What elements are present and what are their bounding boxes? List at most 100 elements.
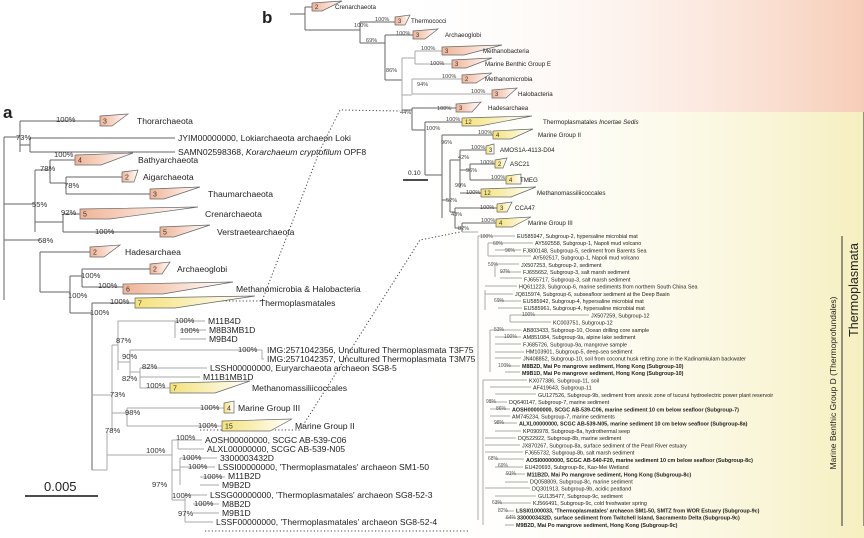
clade-label: Thorarchaeota bbox=[137, 116, 193, 126]
bootstrap-value: 100% bbox=[95, 227, 115, 236]
mbgd-leaf-label: DQ640147, Subgroup-7, marine sediment bbox=[509, 400, 610, 406]
clade-triangle bbox=[134, 295, 256, 309]
clade-triangle bbox=[169, 380, 251, 394]
bootstrap-value: 87% bbox=[116, 336, 131, 345]
clade-triangle bbox=[159, 224, 211, 238]
collapsed-clade: 3 AMOS1A-4113-D04 bbox=[485, 143, 555, 155]
clade-count: 3 bbox=[489, 148, 493, 154]
clade-label: Thaumarchaeota bbox=[208, 189, 273, 199]
clade-triangle bbox=[496, 201, 513, 213]
clade-triangle bbox=[79, 206, 199, 220]
leaf-label: M9B4D bbox=[209, 334, 238, 344]
clade-label: Crenarchaeota bbox=[205, 209, 262, 219]
clade-label: Marine Group III bbox=[528, 220, 573, 227]
leaf-label: LSSI00000000, 'Thermoplasmatales' archae… bbox=[218, 462, 429, 472]
leaf-label: JYIM00000000, Lokiarchaeota archaeon Lok… bbox=[178, 133, 351, 143]
scale-label-a: 0.005 bbox=[44, 479, 77, 494]
collapsed-clade: 12 Thermoplasmatales Incertae Sedis bbox=[461, 115, 639, 127]
bootstrap-value: 100% bbox=[180, 326, 200, 335]
bootstrap-value: 42% bbox=[458, 155, 469, 161]
bootstrap-value: 100% bbox=[354, 23, 368, 29]
bootstrap-value: 100% bbox=[426, 126, 440, 132]
bootstrap-value: 100% bbox=[480, 160, 494, 166]
clade-label: Aigarchaeota bbox=[143, 172, 194, 182]
bootstrap-value: 100% bbox=[396, 31, 410, 37]
bootstrap-value: 90% bbox=[122, 352, 137, 361]
bootstrap-value: 98% bbox=[486, 399, 497, 405]
mbgd-leaf-label: AB803433, Subgroup-10, Ocean drilling co… bbox=[523, 328, 649, 334]
clade-triangle bbox=[461, 115, 533, 127]
clade-count: 2 bbox=[153, 267, 157, 274]
clade-count: 4 bbox=[499, 221, 503, 227]
background-yellow-region bbox=[400, 112, 864, 538]
leaf-label: IMG:2571042356, Uncultured Thermoplasmat… bbox=[267, 345, 474, 355]
bootstrap-value: 60% bbox=[493, 241, 504, 247]
mbgd-leaf-label: JX870267, Subgroup-8a, surface sediment … bbox=[522, 443, 687, 449]
mbgd-leaf-label: M9B1D, Mai Po mangrove sediment, Hong Ko… bbox=[522, 371, 684, 377]
clade-triangle bbox=[149, 261, 171, 275]
mbgd-leaf-label: EU420693, Subgroup-8c, Kao-Mei Wetland bbox=[525, 465, 629, 471]
clade-triangle bbox=[74, 152, 134, 166]
bootstrap-value: 100% bbox=[478, 130, 492, 136]
bootstrap-value: 69% bbox=[498, 463, 509, 469]
bootstrap-value: 97% bbox=[178, 509, 193, 518]
mbgd-leaf-label: AY592517, Subgroup-1, Napoli mud volcano bbox=[533, 256, 639, 262]
clade-triangle bbox=[122, 281, 234, 295]
clade-triangle bbox=[455, 101, 482, 113]
bootstrap-value: 73% bbox=[16, 133, 31, 142]
clade-triangle bbox=[461, 72, 493, 84]
mbgd-leaf-label: EU585961, Subgroup-4, hypersaline microb… bbox=[524, 306, 645, 312]
clade-count: 2 bbox=[315, 5, 319, 11]
leaf-label-suffix: OPF8 bbox=[341, 147, 366, 157]
bootstrap-value: 100% bbox=[203, 472, 223, 481]
panel-b-branches bbox=[290, 6, 589, 526]
bootstrap-value: 100% bbox=[98, 281, 118, 290]
bootstrap-value: 100% bbox=[146, 381, 166, 390]
mbgd-leaf-label: HM103901, Subgroup-5, deep-sea sediment bbox=[526, 350, 633, 356]
clade-count: 2 bbox=[125, 175, 129, 182]
bootstrap-value: 100% bbox=[194, 499, 214, 508]
clade-triangle bbox=[480, 186, 537, 198]
clade-count: 4 bbox=[509, 178, 513, 184]
bootstrap-value: 100% bbox=[375, 17, 389, 23]
clade-triangle bbox=[494, 157, 508, 169]
clade-count: 4 bbox=[227, 406, 231, 413]
bootstrap-value: 100% bbox=[491, 175, 505, 181]
bootstrap-value: 98% bbox=[125, 408, 140, 417]
bootstrap-value: 68% bbox=[38, 236, 53, 245]
clade-label: AMOS1A-4113-D04 bbox=[500, 147, 555, 154]
mbgd-leaf-label: JX507253, Subgroup-2, sediment bbox=[521, 263, 602, 269]
mbgd-leaf-label: FJ655652, Subgroup-3, salt marsh sedimen… bbox=[523, 270, 630, 276]
mbgd-leaf-label: FJ685726, Subgroup-9a, mangrove sample bbox=[523, 342, 627, 348]
clade-count: 4 bbox=[496, 133, 500, 139]
clade-count: 7 bbox=[138, 301, 142, 308]
panel-label-b: b bbox=[262, 8, 272, 27]
bootstrap-value: 96% bbox=[466, 168, 477, 174]
bootstrap-value: 82% bbox=[142, 362, 157, 371]
clade-count: 3 bbox=[445, 49, 449, 55]
clade-triangle bbox=[495, 216, 532, 228]
clade-count: 12 bbox=[465, 120, 472, 126]
mbgd-leaf-label: KX077386, Subgroup-11, soil bbox=[529, 378, 599, 384]
bootstrap-value: 100% bbox=[522, 312, 535, 318]
bootstrap-value: 100% bbox=[238, 345, 258, 354]
clade-count: 6 bbox=[126, 287, 130, 294]
mbgd-leaf-label: GU135477, Subgroup-9c, sediment bbox=[538, 494, 623, 500]
mbgd-leaf-label: AM745234, Subgroup-7, marine sediments bbox=[512, 415, 615, 421]
leaf-label: LSSH00000000, Euryarchaeota archaeon SG8… bbox=[210, 363, 397, 373]
clade-label: Marine Benthic Group E bbox=[485, 61, 551, 68]
bootstrap-value: 100% bbox=[480, 234, 493, 240]
clade-label: Thermoplasmatales Incertae Sedis bbox=[543, 119, 639, 126]
clade-label: Bathyarchaeota bbox=[138, 155, 198, 165]
